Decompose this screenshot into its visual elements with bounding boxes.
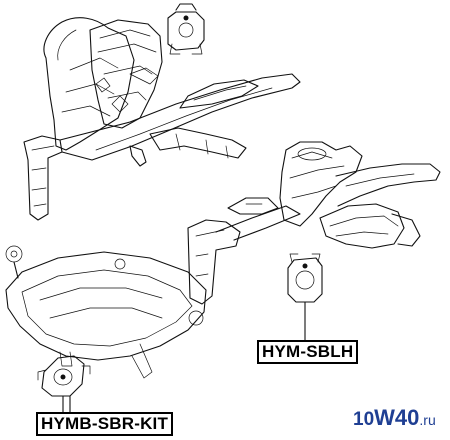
watermark-logo: 10W40.ru [353,406,436,433]
watermark-number: 10 [353,409,375,430]
upper-chassis-assembly [23,3,301,221]
part-label-hymb-sbr-kit: HYMB-SBR-KIT [36,412,174,436]
lower-chassis-assembly [187,141,441,341]
front-subframe [5,245,207,413]
watermark-domain: .ru [419,412,436,428]
watermark-letters: W40 [374,405,420,430]
part-label-hym-sblh: HYM-SBLH [257,340,359,364]
